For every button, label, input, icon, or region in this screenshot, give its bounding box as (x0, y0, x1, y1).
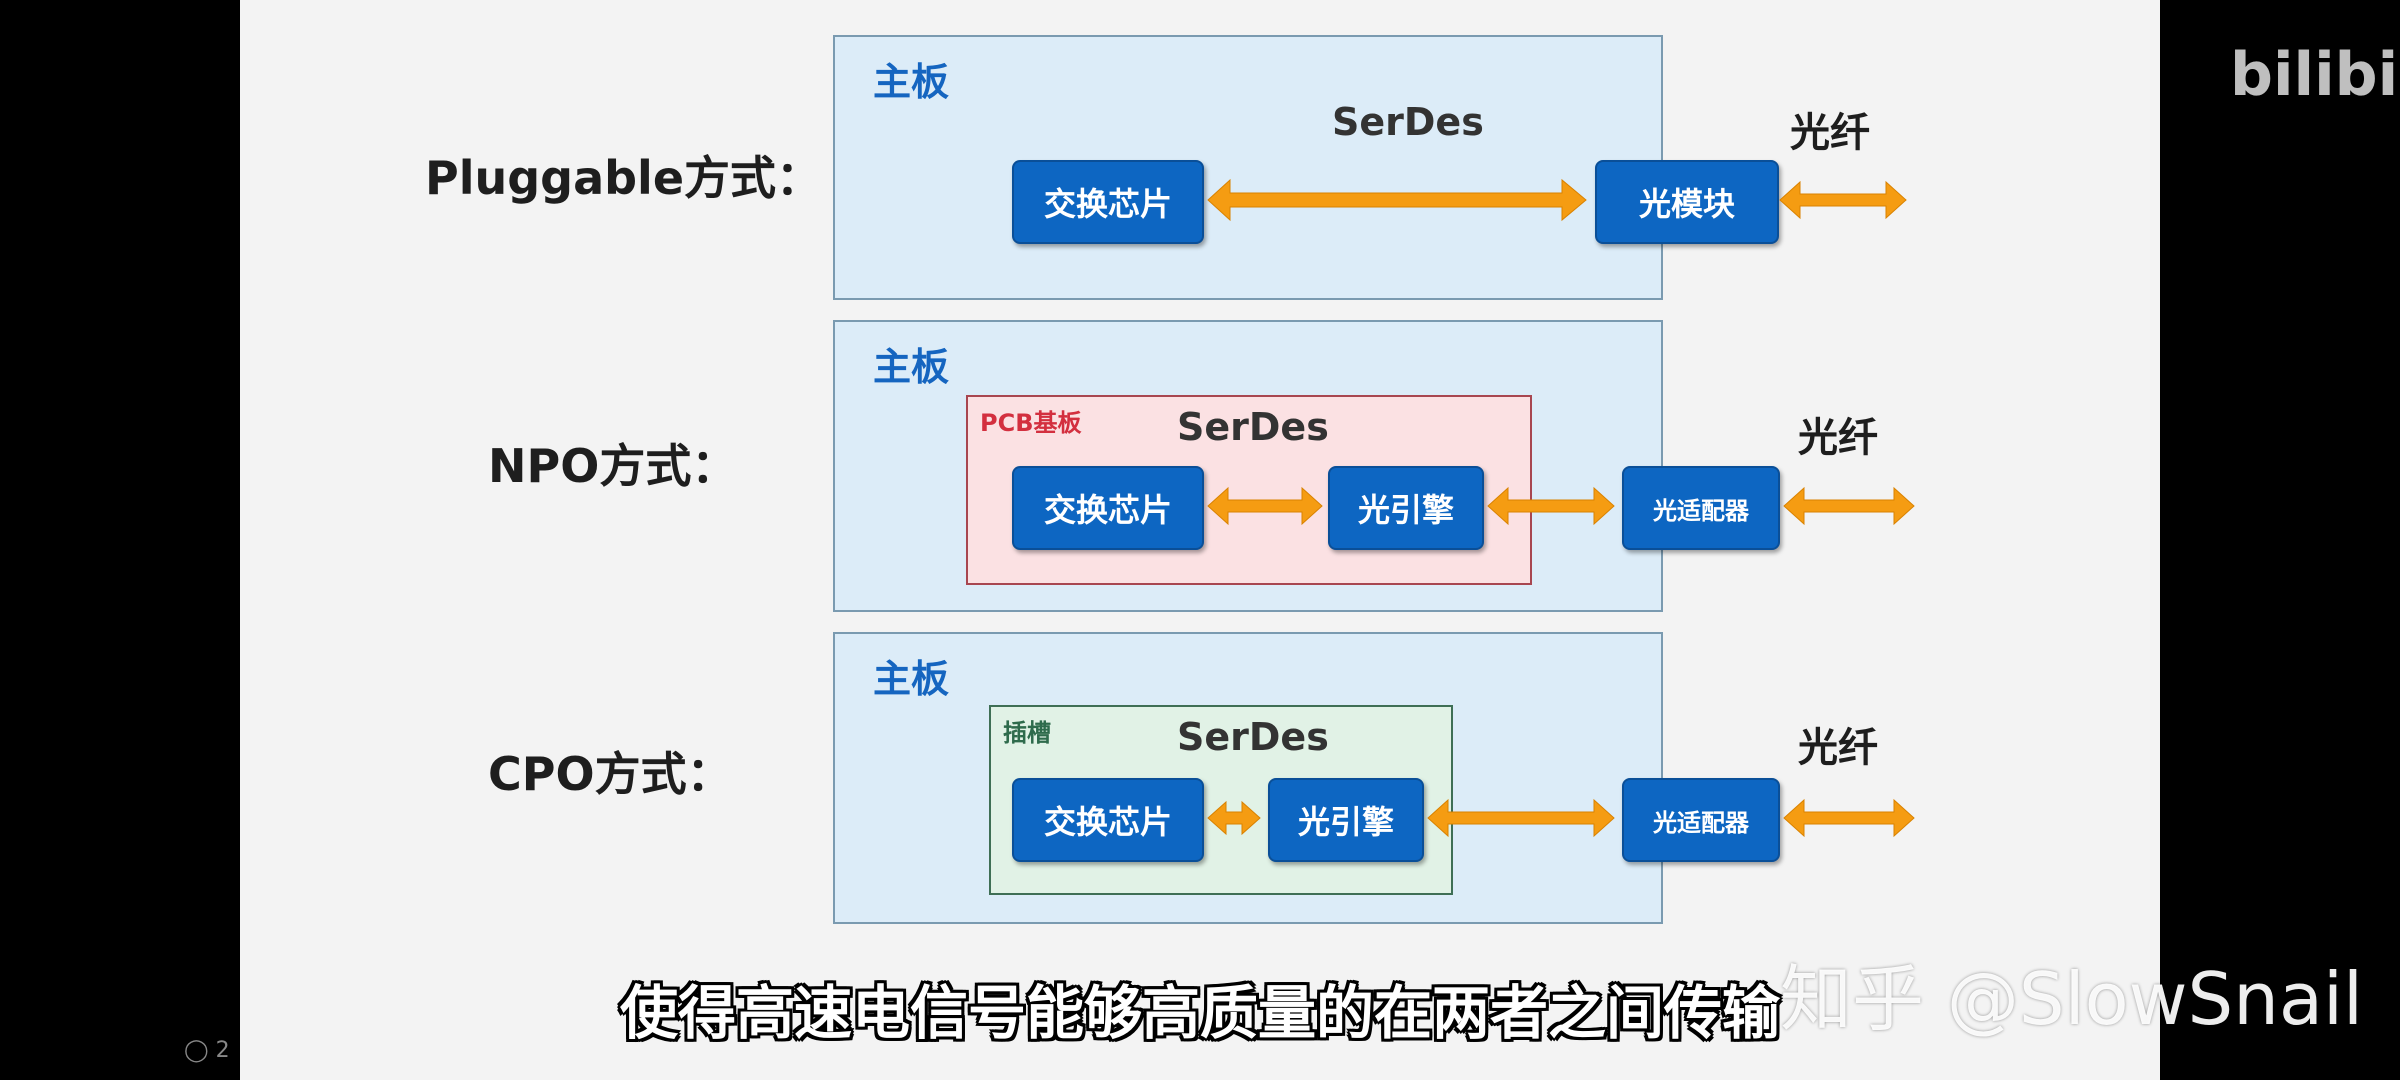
optical-engine-cpo: 光引擎 (1268, 778, 1424, 862)
optical-engine-npo: 光引擎 (1328, 466, 1484, 550)
optical-module: 光模块 (1595, 160, 1779, 244)
board-title: 主板 (873, 60, 950, 104)
optical-adapter-cpo: 光适配器 (1622, 778, 1780, 862)
video-subtitle: 使得高速电信号能够高质量的在两者之间传输 (620, 979, 1781, 1047)
row-label-cpo: CPO方式： (488, 747, 733, 801)
zhihu-watermark: 知乎 @SlowSnail (1780, 957, 2363, 1041)
user-icon: ◯ (184, 1038, 209, 1063)
arrow-chip-engine-npo (1207, 486, 1323, 526)
switch-chip-npo: 交换芯片 (1012, 466, 1204, 550)
switch-chip-pluggable: 交换芯片 (1012, 160, 1204, 244)
arrow-serdes-link-pluggable (1207, 178, 1587, 222)
board-title: 主板 (873, 345, 950, 389)
row-label-npo: NPO方式： (488, 439, 738, 493)
arrow-fiber-npo (1783, 486, 1915, 526)
board-title: 主板 (873, 657, 950, 701)
arrow-engine-adapter-npo (1487, 486, 1615, 526)
fiber-label-npo: 光纤 (1798, 415, 1878, 461)
row-label-pluggable: Pluggable方式： (425, 151, 823, 205)
arrow-fiber-cpo (1783, 798, 1915, 838)
arrow-chip-engine-cpo (1207, 800, 1261, 836)
serdes-label-cpo: SerDes (1177, 715, 1329, 759)
pcb-substrate-label: PCB基板 (980, 409, 1082, 437)
bilibili-logo: bilibili (2230, 40, 2400, 110)
viewer-count-value: 2 (215, 1038, 230, 1063)
serdes-label-npo: SerDes (1177, 405, 1329, 449)
connection-arrows (1207, 178, 1915, 838)
switch-chip-cpo: 交换芯片 (1012, 778, 1204, 862)
slide: Pluggable方式： 主板 SerDes 交换芯片 光模块 光纤 NPO方式… (240, 0, 2400, 1080)
viewer-count: ◯ 2 (184, 1038, 230, 1063)
fiber-label-cpo: 光纤 (1798, 725, 1878, 771)
slot-label: 插槽 (1003, 719, 1051, 747)
serdes-label-pluggable: SerDes (1332, 100, 1484, 144)
mainboard-pluggable: 主板 (833, 35, 1663, 300)
optical-adapter-npo: 光适配器 (1622, 466, 1780, 550)
fiber-label-pluggable: 光纤 (1790, 110, 1870, 156)
arrow-fiber-pluggable (1779, 180, 1907, 220)
arrow-engine-adapter-cpo (1427, 798, 1615, 838)
